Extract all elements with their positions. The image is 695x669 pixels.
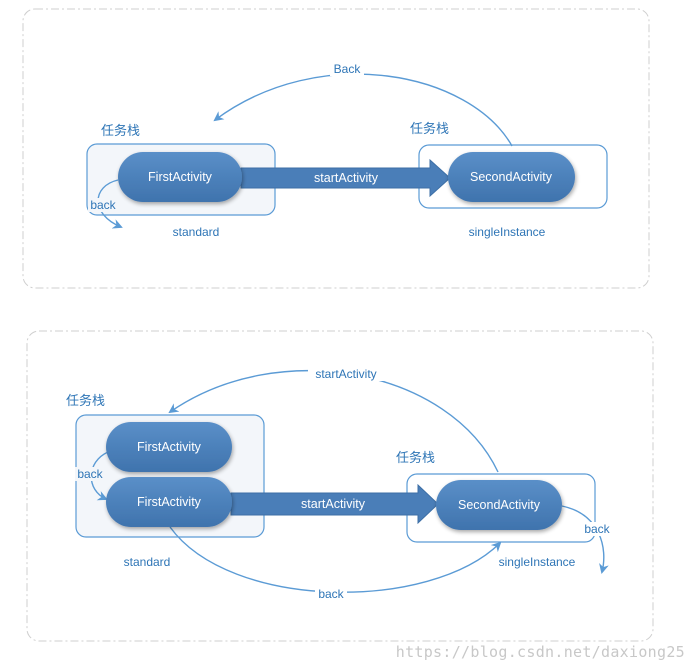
- bottom-start-activity-label: startActivity: [301, 497, 366, 511]
- bottom-back-arc-label: back: [318, 587, 344, 601]
- top-right-mode-label: singleInstance: [469, 225, 546, 239]
- top-second-activity-node: [448, 152, 575, 202]
- bottom-first-activity-top-node: [106, 422, 232, 472]
- bottom-right-mode-label: singleInstance: [499, 555, 576, 569]
- bottom-panel-frame: [26, 330, 654, 642]
- bottom-start-activity-arc-label: startActivity: [315, 367, 376, 381]
- top-left-task-stack-label: 任务栈: [101, 123, 140, 139]
- top-right-task-stack-label: 任务栈: [410, 121, 449, 137]
- bottom-second-activity-node: [436, 480, 562, 530]
- bottom-right-task-stack-label: 任务栈: [396, 450, 435, 466]
- top-second-activity-label: SecondActivity: [470, 170, 553, 184]
- bottom-first-activity-top-label: FirstActivity: [137, 440, 202, 454]
- top-self-back-label-bg: [88, 198, 118, 212]
- top-self-back-label: back: [90, 198, 116, 212]
- top-first-activity-node: [118, 152, 242, 202]
- bottom-second-activity-label: SecondActivity: [458, 498, 541, 512]
- bottom-back-right-label: back: [584, 522, 610, 536]
- top-back-arc-label-bg: [330, 61, 364, 76]
- bottom-back-between-label-bg: [75, 467, 105, 481]
- top-panel-frame: [22, 8, 650, 289]
- top-first-activity-label: FirstActivity: [148, 170, 213, 184]
- bottom-first-activity-bottom-label: FirstActivity: [137, 495, 202, 509]
- top-left-mode-label: standard: [173, 225, 220, 239]
- top-back-arc: [213, 73, 513, 147]
- bottom-back-right-label-bg: [582, 522, 612, 536]
- bottom-left-mode-label: standard: [124, 555, 171, 569]
- bottom-first-activity-bottom-node: [106, 477, 232, 527]
- top-start-activity-label: startActivity: [314, 171, 379, 185]
- top-start-activity-arrow: [240, 158, 451, 198]
- bottom-back-between-label: back: [77, 467, 103, 481]
- bottom-start-activity-arrow: [230, 483, 439, 525]
- bottom-back-arc-label-bg: [315, 586, 347, 600]
- bottom-left-task-stack-label: 任务栈: [66, 393, 105, 409]
- bottom-start-activity-arc-label-bg: [308, 366, 384, 381]
- top-back-arc-label: Back: [334, 62, 362, 76]
- watermark: https://blog.csdn.net/daxiong25: [395, 643, 685, 661]
